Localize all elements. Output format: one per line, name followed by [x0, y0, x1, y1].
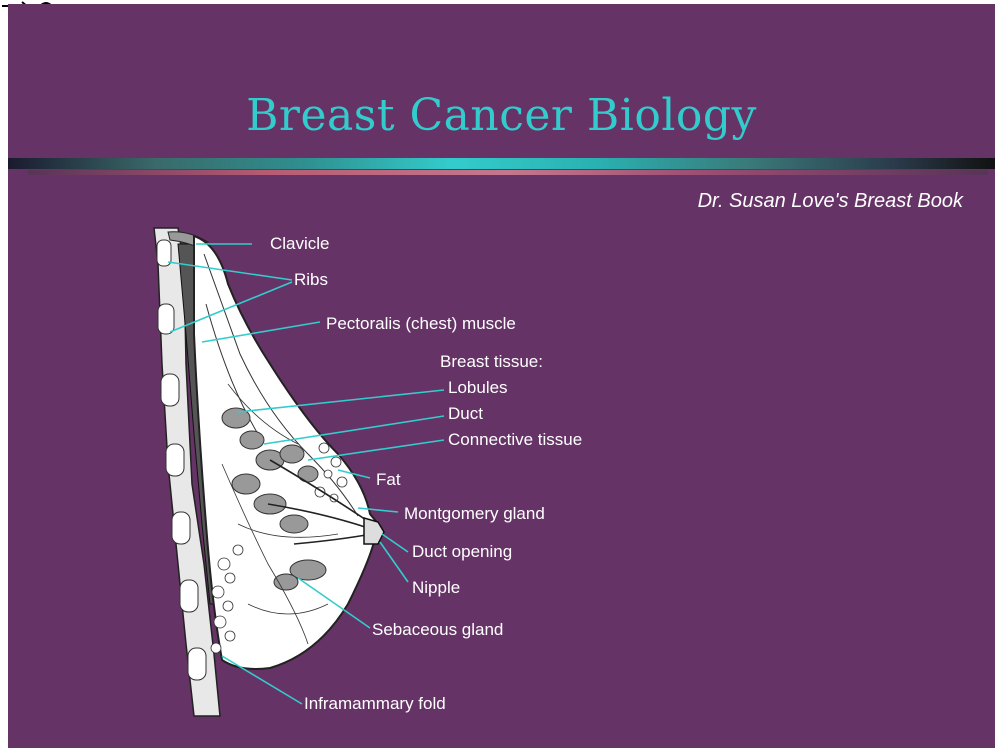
label-inframammary-fold: Inframammary fold	[304, 694, 446, 714]
label-lobules: Lobules	[448, 378, 508, 398]
label-clavicle: Clavicle	[270, 234, 330, 254]
label-fat: Fat	[376, 470, 401, 490]
label-breast-tissue: Breast tissue:	[440, 352, 543, 372]
label-nipple: Nipple	[412, 578, 460, 598]
label-duct: Duct	[448, 404, 483, 424]
label-pectoralis: Pectoralis (chest) muscle	[326, 314, 516, 334]
slide: Breast Cancer Biology Dr.	[8, 4, 995, 748]
label-connective-tissue: Connective tissue	[448, 430, 582, 450]
label-montgomery-gland: Montgomery gland	[404, 504, 545, 524]
label-duct-opening: Duct opening	[412, 542, 512, 562]
label-sebaceous-gland: Sebaceous gland	[372, 620, 503, 640]
label-ribs: Ribs	[294, 270, 328, 290]
nipple	[364, 518, 384, 544]
